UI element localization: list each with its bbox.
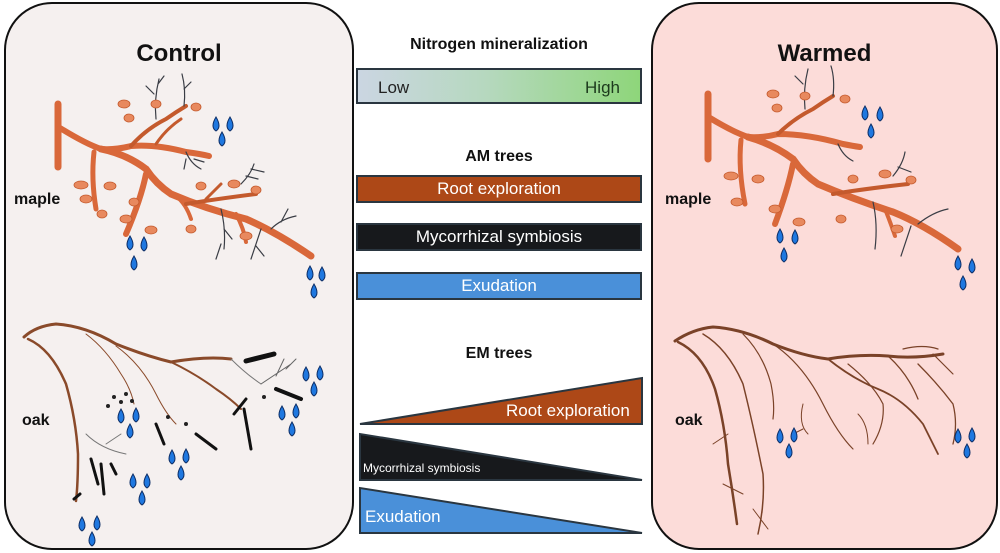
am-trees-heading: AM trees — [465, 148, 533, 165]
warmed-panel: Warmed — [651, 2, 998, 550]
warmed-title: Warmed — [777, 40, 872, 67]
am-exudation-bar: Exudation — [356, 272, 642, 300]
warmed-water-drops — [776, 105, 976, 459]
nitrogen-gradient-bar: Low High — [356, 68, 642, 104]
warmed-maple-roots — [704, 65, 962, 257]
control-panel: Control — [4, 2, 354, 550]
em-root-exploration-label: Root exploration — [506, 401, 630, 420]
warmed-illustration — [673, 65, 976, 535]
em-trees-heading: EM trees — [465, 345, 533, 362]
em-mycorrhizal-symbiosis-label: Mycorrhizal symbiosis — [363, 461, 481, 475]
control-illustration — [22, 73, 326, 547]
warmed-maple-label: maple — [665, 191, 712, 208]
em-mycorrhizal-symbiosis-wedge — [359, 432, 643, 481]
em-root-exploration-wedge — [359, 376, 643, 425]
control-maple-label: maple — [14, 191, 61, 208]
em-exudation-wedge — [359, 486, 643, 534]
control-water-drops — [78, 116, 326, 547]
control-title: Control — [136, 40, 222, 67]
nitrogen-high-label: High — [585, 78, 620, 97]
warmed-oak-label: oak — [675, 412, 703, 429]
em-wedges — [359, 376, 643, 534]
nitrogen-heading: Nitrogen mineralization — [410, 36, 588, 53]
warmed-oak-roots — [673, 325, 957, 535]
am-root-exploration-bar: Root exploration — [356, 175, 642, 203]
nitrogen-low-label: Low — [378, 78, 410, 97]
control-oak-label: oak — [22, 412, 50, 429]
control-oak-roots — [22, 322, 303, 503]
em-exudation-label: Exudation — [365, 507, 441, 526]
control-maple-roots — [54, 73, 315, 260]
am-mycorrhizal-symbiosis-bar: Mycorrhizal symbiosis — [356, 223, 642, 251]
